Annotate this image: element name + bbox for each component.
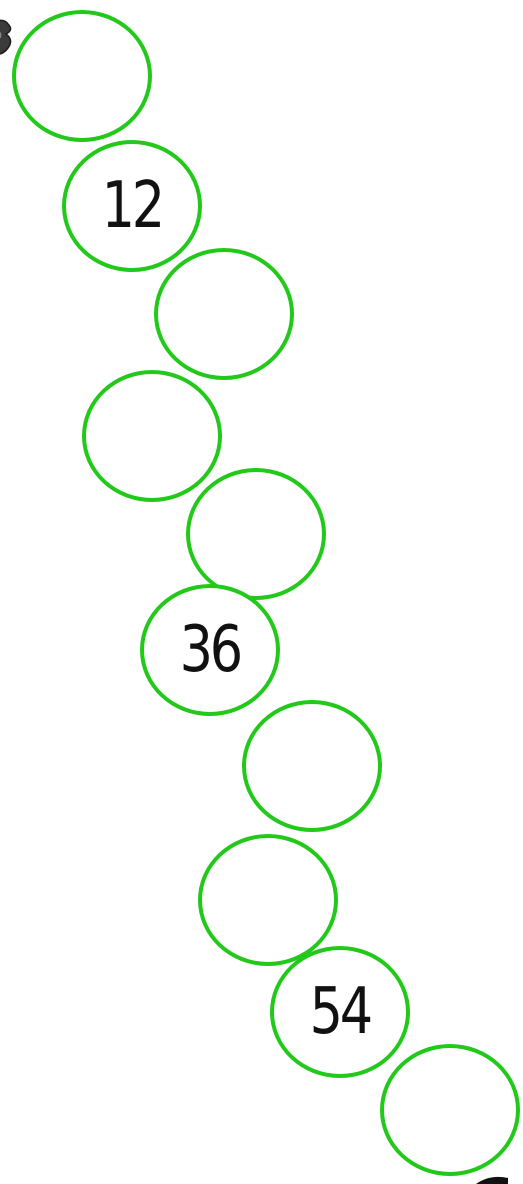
path-circle-5	[186, 468, 326, 600]
path-circle-4	[82, 370, 222, 502]
circle-number: 36	[180, 618, 240, 682]
path-circle-10	[380, 1044, 520, 1176]
path-circle-2: 12	[62, 140, 202, 272]
path-circle-1	[12, 10, 152, 142]
circle-number: 54	[310, 980, 370, 1044]
path-circle-6: 36	[140, 584, 280, 716]
path-end-mark-icon	[470, 1172, 510, 1184]
path-circle-3	[154, 248, 294, 380]
path-circle-7	[242, 700, 382, 832]
path-circle-9: 54	[270, 946, 410, 1078]
character-figure-icon	[0, 18, 16, 58]
circle-number: 12	[102, 174, 162, 238]
path-circle-8	[198, 834, 338, 966]
